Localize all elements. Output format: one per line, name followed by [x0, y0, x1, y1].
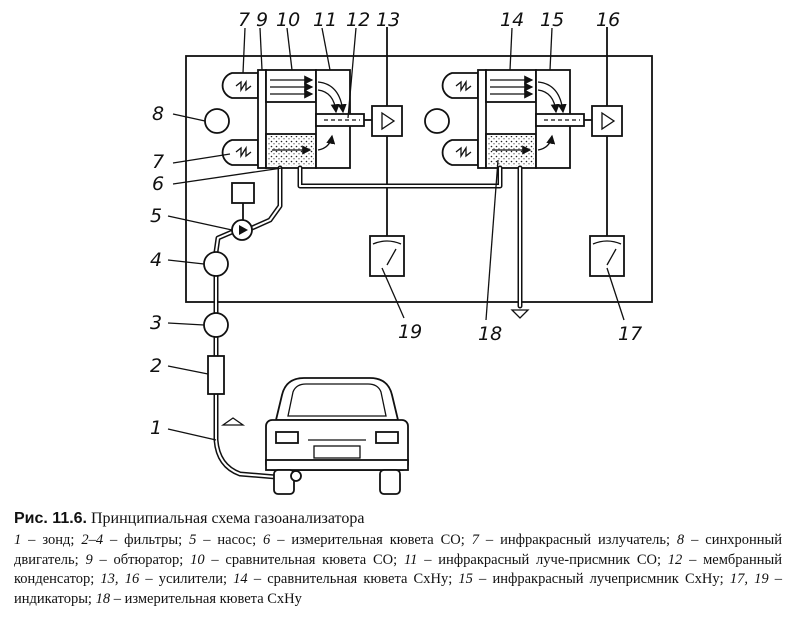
legend-text: – инфракрасный излучатель;	[478, 532, 677, 548]
legend-text: – насос;	[196, 532, 264, 548]
leader-lines	[167, 27, 625, 441]
label-17: 17	[618, 323, 642, 345]
figure-title-text: Принципиальная схема газоанализатора	[91, 510, 365, 527]
label-5: 5	[150, 205, 162, 227]
legend-number: 8	[676, 532, 685, 548]
legend-text: – синхронный двигатель;	[14, 532, 782, 568]
legend-number: 6	[263, 532, 271, 548]
figure-title: Рис. 11.6. Принципиальная схема газоанал…	[14, 510, 782, 528]
label-3: 3	[150, 312, 162, 334]
label-10: 10	[276, 9, 300, 31]
legend-number: 18	[95, 590, 111, 607]
label-19: 19	[398, 321, 422, 343]
cxhy-analyzer-block	[424, 27, 625, 277]
label-12: 12	[346, 9, 370, 31]
legend-text: – мембранный конденсатор;	[14, 551, 782, 588]
label-2: 2	[150, 355, 162, 377]
legend-text: – инфракрасный лучеприсмник CxHy;	[472, 571, 730, 587]
legend-number: 9	[85, 551, 93, 568]
gas-line	[213, 165, 523, 481]
co-analyzer-block	[204, 27, 405, 277]
label-11: 11	[313, 9, 337, 31]
ir-emitter-bottom-2	[441, 139, 479, 166]
ir-emitter-top	[221, 72, 259, 99]
synchronous-motor-2	[424, 108, 450, 134]
legend-number: 7	[471, 532, 479, 548]
legend-number: 15	[458, 571, 473, 587]
legend-number: 5	[189, 532, 197, 548]
figure-number: Рис. 11.6.	[14, 510, 87, 527]
gas-analyzer-diagram: 7 9 10 11 12 13 14 15 16 8 7 6 5 4 3 2 1…	[150, 9, 653, 495]
ir-emitter-bottom	[221, 139, 259, 166]
legend-text: – обтюратор;	[92, 551, 191, 568]
amplifier-16	[591, 105, 623, 137]
car-icon	[265, 377, 409, 495]
reference-cell-co	[265, 69, 317, 103]
legend-text: – фильтры;	[103, 532, 190, 548]
legend-number: 11	[403, 551, 418, 568]
figure-caption: Рис. 11.6. Принципиальная схема газоанал…	[14, 510, 782, 609]
reference-cell-cxhy	[485, 69, 537, 103]
legend-number: 17, 19	[729, 571, 769, 587]
chopper	[257, 69, 267, 169]
legend-number: 14	[233, 571, 248, 587]
label-14: 14	[500, 9, 524, 31]
pump-motor	[231, 182, 255, 204]
amplifier-13	[371, 105, 403, 137]
ir-emitter-top-2	[441, 72, 479, 99]
legend-text: – сравнительная кювета CxHy;	[247, 571, 459, 587]
legend-number: 2–4	[81, 532, 104, 548]
label-15: 15	[540, 9, 564, 31]
outlet-symbol	[510, 309, 530, 319]
label-6: 6	[152, 173, 164, 195]
legend-text: – индикаторы;	[14, 571, 783, 607]
synchronous-motor	[204, 108, 230, 134]
label-1: 1	[150, 417, 162, 439]
legend-number: 13, 16	[100, 571, 140, 587]
legend-text: – измерительная кювета СО;	[270, 532, 472, 548]
filter-2	[207, 355, 225, 395]
legend-text: – инфракрасный луче-присмник СО;	[417, 551, 668, 568]
filter-4	[203, 251, 229, 277]
legend-text: – сравнительная кювета СО;	[204, 551, 404, 568]
label-7-top: 7	[238, 9, 250, 31]
label-9: 9	[256, 9, 268, 31]
label-18: 18	[478, 323, 502, 345]
legend-number: 1	[14, 532, 22, 548]
instrument-frame	[185, 55, 653, 303]
legend-text: – измерительная кювета CxHy	[110, 590, 302, 607]
legend-text: – усилители;	[139, 571, 234, 587]
probe-marker	[220, 417, 246, 426]
figure-legend: 1 – зонд; 2–4 – фильтры; 5 – насос; 6 – …	[14, 531, 782, 609]
legend-number: 10	[190, 551, 205, 568]
filter-3	[203, 312, 229, 338]
chopper-2	[477, 69, 487, 169]
indicator-19	[369, 235, 405, 277]
label-7-bottom: 7	[152, 151, 164, 173]
legend-number: 12	[667, 551, 683, 568]
label-13: 13	[376, 9, 400, 31]
legend-text: – зонд;	[21, 532, 82, 548]
label-8: 8	[152, 103, 164, 125]
label-4: 4	[150, 249, 162, 271]
label-16: 16	[596, 9, 620, 31]
